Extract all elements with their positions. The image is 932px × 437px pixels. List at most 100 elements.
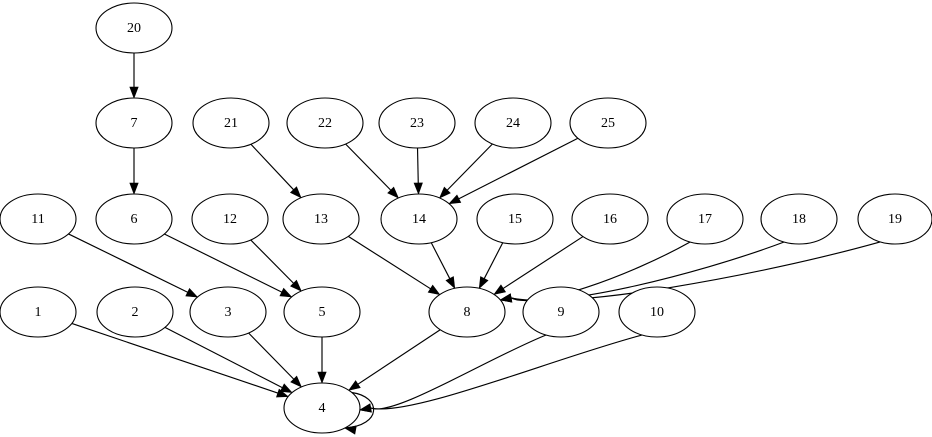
node-ellipse[interactable] <box>96 286 174 338</box>
node-ellipse[interactable] <box>192 97 270 149</box>
node-ellipse[interactable] <box>428 286 506 338</box>
node-ellipse[interactable] <box>618 286 696 338</box>
graph-node-21[interactable]: 21 <box>192 97 270 149</box>
edge-arrowhead <box>359 403 372 413</box>
graph-node-9[interactable]: 9 <box>522 286 600 338</box>
edge-12-to-5 <box>250 239 302 292</box>
graph-node-14[interactable]: 14 <box>380 193 458 245</box>
graph-node-20[interactable]: 20 <box>95 2 173 54</box>
graph-node-18[interactable]: 18 <box>760 193 838 245</box>
node-ellipse[interactable] <box>95 193 173 245</box>
edge-14-to-8 <box>430 242 456 290</box>
edge-line <box>71 322 278 394</box>
node-ellipse[interactable] <box>380 193 458 245</box>
node-ellipse[interactable] <box>191 193 269 245</box>
edge-arrowhead <box>290 279 302 292</box>
edge-20-to-7 <box>129 53 139 99</box>
edge-6-to-5 <box>164 233 293 298</box>
edge-arrowhead <box>279 383 293 394</box>
edge-line <box>68 233 188 293</box>
node-ellipse[interactable] <box>189 286 267 338</box>
edge-line <box>164 326 283 389</box>
graph-node-4[interactable]: 4 <box>283 382 361 434</box>
graph-node-19[interactable]: 19 <box>857 193 932 245</box>
edge-arrowhead <box>448 194 462 205</box>
edge-arrowhead <box>276 388 289 398</box>
edge-arrowhead <box>493 284 507 295</box>
edge-arrowhead <box>413 182 423 195</box>
graph-node-11[interactable]: 11 <box>0 193 77 245</box>
node-ellipse[interactable] <box>378 97 456 149</box>
edge-arrowhead <box>185 287 199 298</box>
graph-node-24[interactable]: 24 <box>474 97 552 149</box>
edge-3-to-4 <box>248 332 303 388</box>
graph-node-6[interactable]: 6 <box>95 193 173 245</box>
graph-node-5[interactable]: 5 <box>283 286 361 338</box>
edge-arrowhead <box>387 186 400 199</box>
edge-1-to-4 <box>71 322 289 398</box>
node-ellipse[interactable] <box>283 382 361 434</box>
edge-line <box>357 329 441 385</box>
edge-arrowhead <box>317 371 327 384</box>
edge-line <box>345 143 392 191</box>
node-ellipse[interactable] <box>474 97 552 149</box>
graph-node-2[interactable]: 2 <box>96 286 174 338</box>
edge-arrowhead <box>289 186 302 199</box>
graph-node-17[interactable]: 17 <box>666 193 744 245</box>
edge-10-to-4 <box>359 334 643 413</box>
edge-line <box>250 239 294 284</box>
graph-node-25[interactable]: 25 <box>569 97 647 149</box>
edge-line <box>416 147 419 184</box>
edge-arrowhead <box>290 375 303 388</box>
node-ellipse[interactable] <box>286 97 364 149</box>
edge-arrowhead <box>438 186 451 199</box>
node-ellipse[interactable] <box>760 193 838 245</box>
edge-21-to-13 <box>250 143 302 199</box>
edge-arrowhead <box>445 276 456 290</box>
graph-node-7[interactable]: 7 <box>95 97 173 149</box>
edge-arrowhead <box>129 86 139 99</box>
edge-8-to-4 <box>348 329 441 391</box>
edge-4-to-4 <box>343 391 375 435</box>
edge-24-to-14 <box>438 143 493 199</box>
node-ellipse[interactable] <box>283 286 361 338</box>
node-ellipse[interactable] <box>476 193 554 245</box>
edge-arrowhead <box>343 425 357 435</box>
edge-line <box>347 235 431 290</box>
edge-13-to-8 <box>347 235 441 296</box>
graph-node-22[interactable]: 22 <box>286 97 364 149</box>
graph-node-13[interactable]: 13 <box>282 193 360 245</box>
node-ellipse[interactable] <box>857 193 932 245</box>
edge-2-to-4 <box>164 326 293 394</box>
node-ellipse[interactable] <box>0 286 77 338</box>
node-ellipse[interactable] <box>0 193 77 245</box>
node-ellipse[interactable] <box>95 97 173 149</box>
graph-node-16[interactable]: 16 <box>571 193 649 245</box>
edge-line <box>502 236 584 289</box>
node-ellipse[interactable] <box>95 2 173 54</box>
graph-node-10[interactable]: 10 <box>618 286 696 338</box>
node-ellipse[interactable] <box>522 286 600 338</box>
edge-arrowhead <box>427 284 441 296</box>
node-ellipse[interactable] <box>282 193 360 245</box>
node-ellipse[interactable] <box>571 193 649 245</box>
node-ellipse[interactable] <box>569 97 647 149</box>
edge-arrowhead <box>348 380 361 391</box>
graph-node-8[interactable]: 8 <box>428 286 506 338</box>
edge-line <box>446 143 493 191</box>
graph-node-1[interactable]: 1 <box>0 286 77 338</box>
edge-line <box>164 233 283 293</box>
graph-node-3[interactable]: 3 <box>189 286 267 338</box>
edge-line <box>430 242 451 279</box>
graph-node-23[interactable]: 23 <box>378 97 456 149</box>
graph-node-12[interactable]: 12 <box>191 193 269 245</box>
node-ellipse[interactable] <box>666 193 744 245</box>
edge-line <box>458 137 579 200</box>
graph-node-15[interactable]: 15 <box>476 193 554 245</box>
edge-22-to-14 <box>345 143 400 199</box>
edges-layer <box>68 53 881 435</box>
edge-line <box>370 334 547 410</box>
edge-line <box>483 242 504 279</box>
